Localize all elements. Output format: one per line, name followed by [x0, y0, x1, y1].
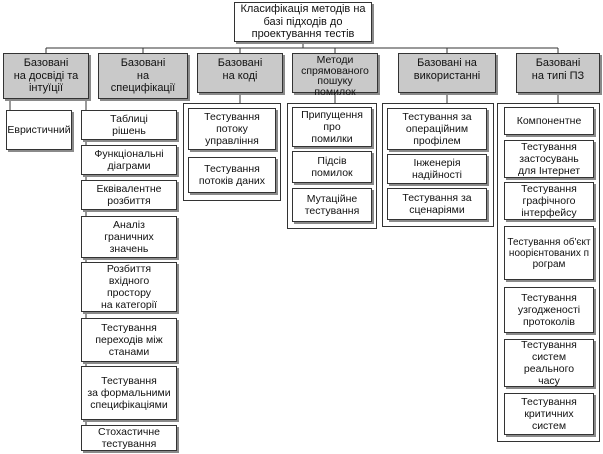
item-reliability-engineering: Інженерія надійності: [387, 154, 487, 184]
item-internet-applications-testing: Тестування застосувань для Інтернет: [504, 140, 594, 178]
item-operational-profile-testing: Тестування за операційним профілем: [387, 108, 487, 150]
item-control-flow-testing: Тестування потоку управління: [188, 108, 276, 150]
item-input-space-partitioning: Розбиття вхідного простору на категорії: [81, 262, 177, 312]
item-gui-testing: Тестування графічного інтерфейсу: [504, 182, 594, 220]
item-heuristic: Евристичний: [6, 110, 72, 150]
item-error-seeding: Підсів помилок: [292, 151, 372, 183]
item-object-oriented-testing: Тестування об'єктноорієнтованих програм: [504, 226, 594, 280]
root-node: Класифікація методів на базі підходів до…: [234, 2, 372, 42]
category-software-type: Базовані на типі ПЗ: [516, 53, 600, 93]
item-state-transition-testing: Тестування переходів між станами: [81, 318, 177, 362]
item-boundary-value-analysis: Аналіз граничних значень: [81, 216, 177, 258]
item-component-testing: Компонентне: [504, 107, 594, 135]
item-functional-diagrams: Функціональні діаграми: [81, 145, 177, 175]
item-stochastic-testing: Стохастичне тестування: [81, 425, 177, 451]
category-specification: Базовані на специфікації: [98, 53, 188, 99]
item-formal-specification-testing: Тестування за формальними специфікаціями: [81, 366, 177, 420]
item-decision-tables: Таблиці рішень: [81, 110, 177, 140]
item-scenario-testing: Тестування за сценаріями: [387, 188, 487, 220]
item-data-flow-testing: Тестування потоків даних: [188, 157, 276, 193]
category-code: Базовані на коді: [197, 53, 283, 93]
item-error-guessing: Припущення про помилки: [292, 107, 372, 147]
item-critical-systems-testing: Тестування критичних систем: [504, 393, 594, 435]
category-experience-intuition: Базовані на досвіді та інтуїції: [3, 53, 89, 99]
category-usage: Базовані на використанні: [398, 53, 496, 93]
item-protocol-conformance-testing: Тестування узгодженості протоколів: [504, 287, 594, 333]
item-mutation-testing: Мутаційне тестування: [292, 188, 372, 222]
category-error-guessing-methods: Методи спрямованого пошуку помилок: [292, 53, 378, 97]
item-real-time-systems-testing: Тестування систем реального часу: [504, 339, 594, 387]
item-equivalence-partitioning: Еквівалентне розбиття: [81, 180, 177, 210]
